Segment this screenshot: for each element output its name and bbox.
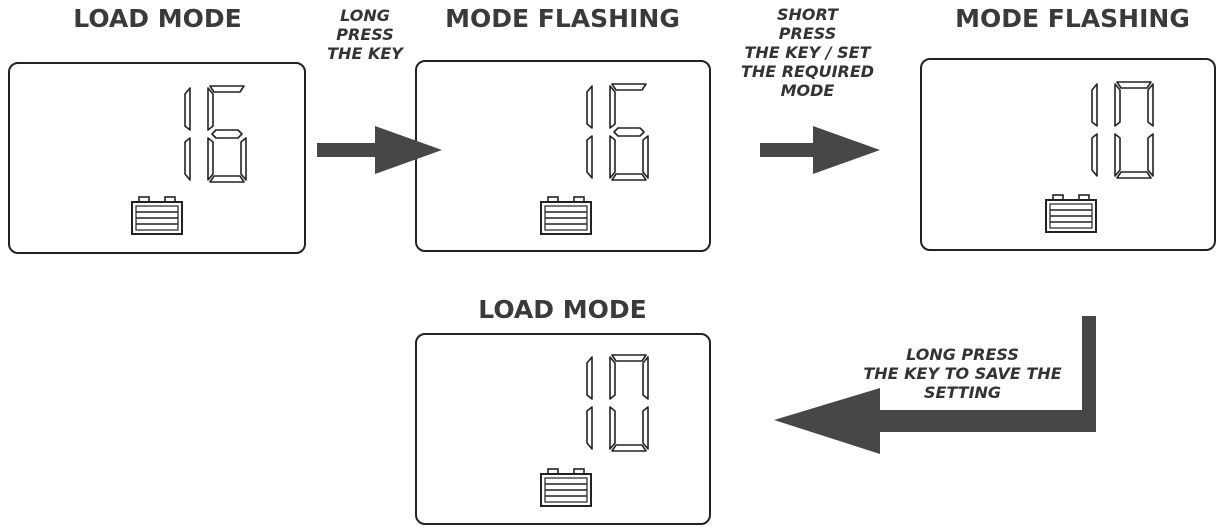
- segment-g: [613, 127, 645, 137]
- segment-c: [1091, 133, 1098, 177]
- segment-f: [207, 87, 214, 131]
- arrow-right-2: [760, 126, 880, 174]
- segment-b: [184, 87, 191, 131]
- battery-icon: [1044, 194, 1100, 238]
- segment-c: [642, 406, 649, 450]
- step-1-title: LOAD MODE: [73, 4, 242, 33]
- segment-d: [611, 173, 647, 181]
- segment-b: [1091, 83, 1098, 127]
- lcd-digit-6: [207, 85, 247, 183]
- transition-3-label: LONG PRESS THE KEY TO SAVE THE SETTING: [863, 345, 1062, 402]
- battery-icon: [539, 196, 595, 240]
- segment-c: [1147, 133, 1154, 177]
- segment-c: [586, 135, 593, 179]
- step-3-title: MODE FLASHING: [955, 4, 1190, 33]
- arrow-right-1: [317, 126, 442, 174]
- segment-f: [1114, 83, 1121, 127]
- lcd-digit-1: [586, 85, 593, 179]
- segment-c: [240, 137, 247, 181]
- segment-g: [211, 129, 243, 139]
- segment-e: [207, 137, 214, 181]
- segment-b: [586, 85, 593, 129]
- lcd-digit-1: [1091, 83, 1098, 177]
- segment-d: [611, 444, 647, 452]
- arrow-return: [774, 316, 1096, 454]
- segment-b: [642, 356, 649, 400]
- segment-b: [586, 356, 593, 400]
- battery-icon: [130, 196, 186, 240]
- segment-e: [1114, 133, 1121, 177]
- segment-a: [209, 85, 245, 93]
- segment-e: [609, 406, 616, 450]
- battery-icon: [539, 468, 595, 512]
- step-4-title: LOAD MODE: [478, 295, 647, 324]
- segment-c: [586, 406, 593, 450]
- segment-c: [642, 135, 649, 179]
- segment-c: [184, 137, 191, 181]
- transition-1-label: LONG PRESS THE KEY: [327, 6, 403, 63]
- segment-b: [1147, 83, 1154, 127]
- segment-f: [609, 356, 616, 400]
- lcd-digits-step-4: [586, 354, 649, 452]
- lcd-panel-step-2: [415, 60, 711, 252]
- lcd-digit-6: [609, 83, 649, 181]
- segment-a: [611, 83, 647, 91]
- lcd-digit-1: [586, 356, 593, 450]
- segment-e: [609, 135, 616, 179]
- lcd-digits-step-3: [1091, 81, 1154, 179]
- segment-d: [1116, 171, 1152, 179]
- lcd-panel-step-3: [920, 58, 1216, 251]
- lcd-digits-step-1: [184, 85, 247, 183]
- segment-a: [611, 354, 647, 362]
- segment-a: [1116, 81, 1152, 89]
- segment-f: [609, 85, 616, 129]
- lcd-panel-step-1: [8, 62, 306, 254]
- lcd-digits-step-2: [586, 83, 649, 181]
- segment-d: [209, 175, 245, 183]
- step-2-title: MODE FLASHING: [445, 4, 680, 33]
- transition-2-label: SHORT PRESS THE KEY / SET THE REQUIRED M…: [740, 5, 875, 100]
- lcd-digit-0: [1114, 81, 1154, 179]
- lcd-digit-0: [609, 354, 649, 452]
- lcd-digit-1: [184, 87, 191, 181]
- lcd-panel-step-4: [415, 333, 711, 525]
